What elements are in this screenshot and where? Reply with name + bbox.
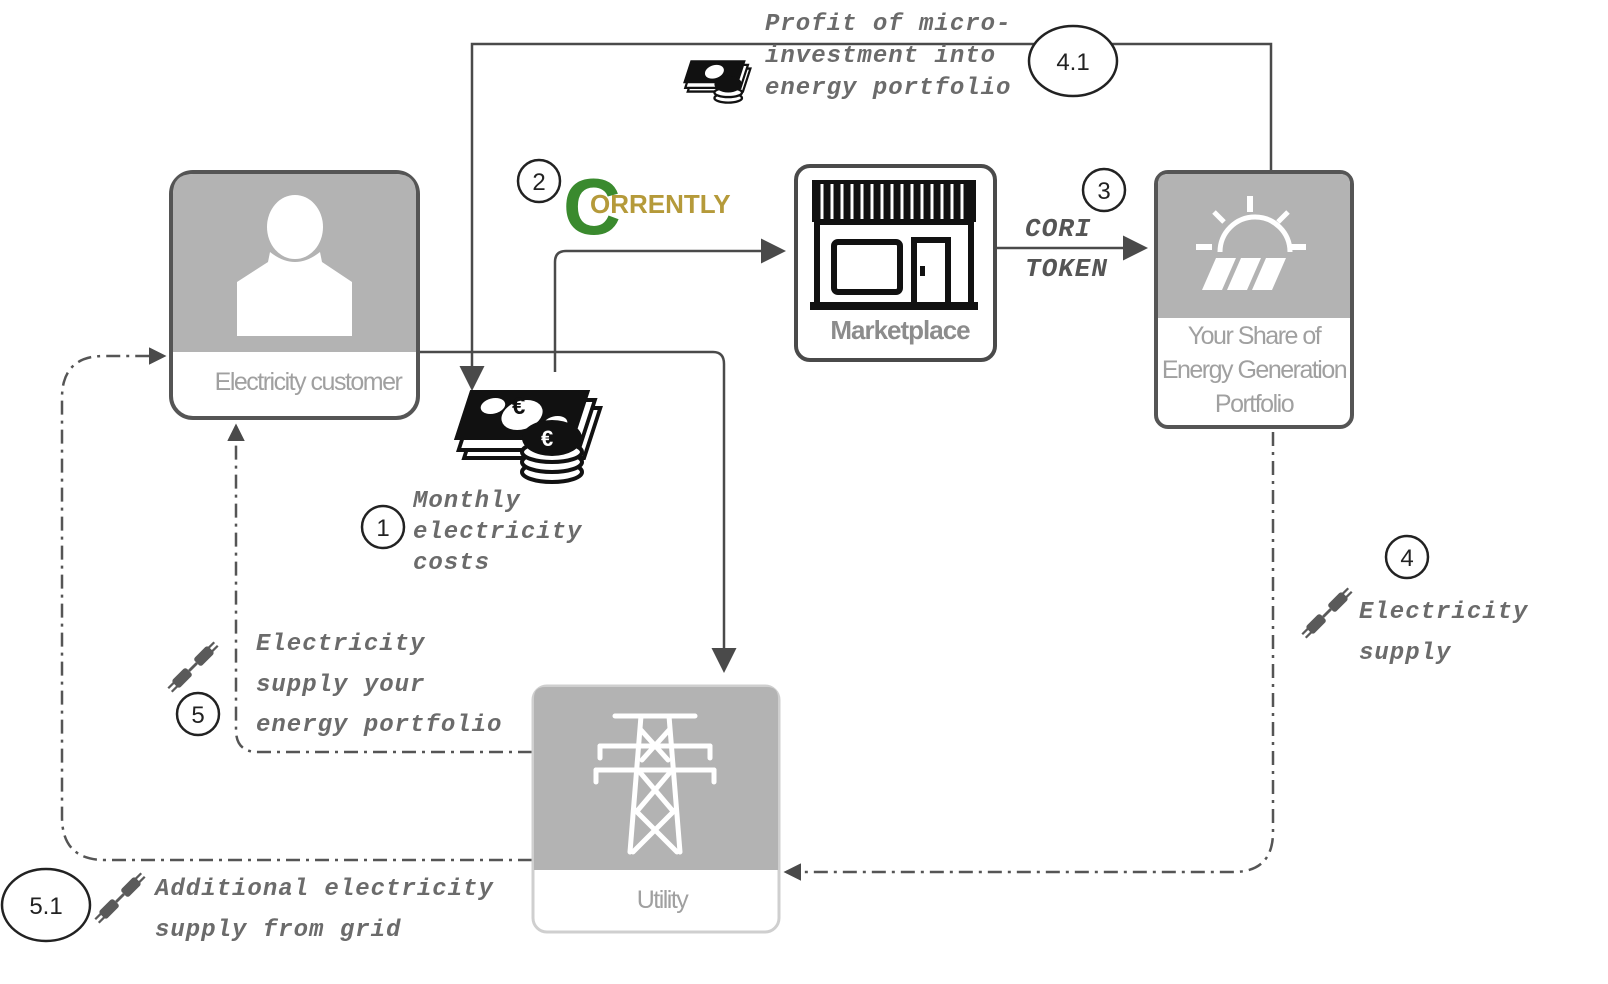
svg-text:5: 5 <box>191 702 204 729</box>
portfolio-label-line-2: Energy Generation <box>1162 356 1347 384</box>
svg-text:energy portfolio: energy portfolio <box>765 75 1011 102</box>
grid-supply-flow-line <box>60 347 532 862</box>
euro-cash-icon: € € <box>453 390 603 484</box>
portfolio-label-line-1: Your Share of <box>1188 322 1322 350</box>
customer-box: Electricity customer <box>169 170 420 420</box>
svg-text:TOKEN: TOKEN <box>1025 254 1108 284</box>
svg-text:supply your: supply your <box>256 672 425 699</box>
svg-text:supply from grid: supply from grid <box>155 917 401 944</box>
step-badge-3: 3 <box>1081 167 1127 213</box>
plug-icon <box>166 640 220 694</box>
portfolio-box: Your Share of Energy Generation Portfoli… <box>1154 170 1354 429</box>
svg-text:4.1: 4.1 <box>1056 49 1089 76</box>
svg-text:electricity: electricity <box>413 519 583 546</box>
marketplace-box: Marketplace <box>794 164 997 362</box>
corrently-logo-wordmark: ORRENTLY <box>590 189 731 219</box>
svg-text:5.1: 5.1 <box>29 893 62 920</box>
svg-text:energy portfolio: energy portfolio <box>256 712 502 739</box>
marketplace-label: Marketplace <box>830 315 970 345</box>
cori-token-annotation: CORI TOKEN <box>1025 214 1108 284</box>
profit-flow-line <box>459 42 1273 391</box>
portfolio-supply-flow-line <box>227 423 532 754</box>
customer-label: Electricity customer <box>215 368 403 396</box>
supply-portfolio-annotation: Electricity supply your energy portfolio <box>256 631 502 739</box>
step-badge-5-1: 5.1 <box>0 867 92 943</box>
supply-flow-line <box>783 432 1275 881</box>
svg-text:investment into: investment into <box>765 43 996 70</box>
svg-text:Electricity: Electricity <box>256 631 426 658</box>
svg-text:€: € <box>512 393 525 420</box>
person-icon <box>237 195 352 336</box>
corrently-logo: C ORRENTLY <box>563 162 731 251</box>
utility-label: Utility <box>637 886 690 914</box>
corrently-logo-initial: C <box>563 162 621 251</box>
step-badge-4-1: 4.1 <box>1027 24 1119 98</box>
step-badge-2: 2 <box>516 158 562 204</box>
solar-panel-icon <box>1196 196 1306 290</box>
svg-text:3: 3 <box>1097 178 1110 205</box>
svg-text:Monthly: Monthly <box>412 488 521 515</box>
electricity-supply-annotation: Electricity supply <box>1359 599 1529 667</box>
svg-text:Additional electricity: Additional electricity <box>153 876 494 903</box>
svg-text:costs: costs <box>413 550 490 577</box>
svg-text:€: € <box>541 426 553 451</box>
additional-supply-annotation: Additional electricity supply from grid <box>153 876 494 944</box>
payment-to-utility-line <box>420 350 737 673</box>
step-badge-4: 4 <box>1384 534 1430 580</box>
svg-text:supply: supply <box>1359 640 1452 667</box>
power-tower-icon <box>593 713 717 855</box>
payment-to-marketplace-line <box>553 238 786 372</box>
monthly-costs-annotation: Monthly electricity costs <box>412 488 583 577</box>
svg-text:Electricity: Electricity <box>1359 599 1529 626</box>
profit-annotation: Profit of micro- investment into energy … <box>765 11 1011 102</box>
svg-text:2: 2 <box>532 169 545 196</box>
svg-text:CORI: CORI <box>1025 214 1091 244</box>
svg-text:1: 1 <box>376 515 389 542</box>
utility-box: Utility <box>531 684 781 934</box>
svg-text:Profit of micro-: Profit of micro- <box>765 11 1011 38</box>
svg-text:4: 4 <box>1400 545 1413 572</box>
step-badge-1: 1 <box>360 504 406 550</box>
plug-icon <box>93 871 147 925</box>
shop-icon <box>810 180 978 310</box>
step-badge-5: 5 <box>175 691 221 737</box>
portfolio-label-line-3: Portfolio <box>1215 390 1294 418</box>
euro-cash-icon <box>683 60 752 104</box>
plug-icon <box>1300 586 1354 640</box>
